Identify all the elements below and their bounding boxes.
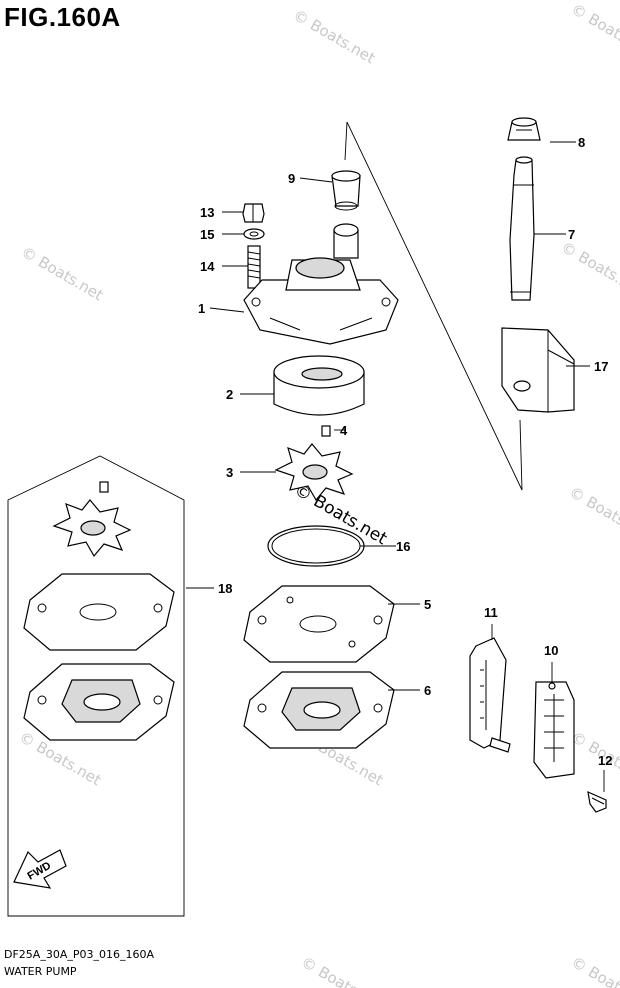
assembly-line	[346, 121, 523, 491]
part-17-bracket	[501, 327, 575, 413]
part-6-plate	[243, 671, 395, 749]
callout-13: 13	[200, 205, 214, 220]
part-9-sleeve	[331, 170, 361, 211]
watermark-text: © Boats.net	[566, 483, 620, 544]
callout-12: 12	[598, 753, 612, 768]
footer-figure-code: DF25A_30A_P03_016_160A	[4, 948, 154, 961]
watermark-text: © Boats.net	[558, 238, 620, 299]
callout-4: 4	[340, 423, 348, 438]
callout-17: 17	[594, 359, 608, 374]
part-8-cap	[507, 117, 541, 141]
assembly-line	[344, 121, 348, 161]
callout-16: 16	[396, 539, 410, 554]
part-1-pump-case	[243, 223, 399, 345]
callout-7: 7	[568, 227, 575, 242]
callout-10: 10	[544, 643, 558, 658]
figure-title: FIG.160A	[4, 2, 121, 32]
watermark-text: © Boats.net	[298, 953, 386, 988]
watermark-text: © Boats.net	[18, 243, 106, 304]
callout-1: 1	[198, 301, 205, 316]
callout-8: 8	[578, 135, 585, 150]
part-2-liner	[273, 355, 365, 416]
callout-5: 5	[424, 597, 431, 612]
part-10-strainer	[533, 681, 575, 779]
forward-arrow: FWD	[13, 849, 67, 889]
callout-15: 15	[200, 227, 214, 242]
part-16-o-ring	[267, 525, 365, 567]
callout-14: 14	[200, 259, 215, 274]
callout-3: 3	[226, 465, 233, 480]
callout-11: 11	[484, 605, 498, 620]
watermark-text: © Boats.net	[568, 953, 620, 988]
footer-figure-name: WATER PUMP	[4, 965, 77, 978]
part-3-impeller	[274, 443, 354, 502]
callout-6: 6	[424, 683, 431, 698]
leader-lines	[186, 141, 605, 792]
watermark-text: © Boats.net	[568, 0, 620, 61]
part-18-kit	[7, 455, 185, 917]
callout-18: 18	[218, 581, 232, 596]
callout-2: 2	[226, 387, 233, 402]
part-5-gasket	[243, 585, 395, 663]
callout-9: 9	[288, 171, 295, 186]
part-14-stud-bolt	[247, 245, 261, 289]
part-13-nut	[242, 203, 265, 223]
part-15-washer	[243, 228, 265, 240]
watermark-text: © Boats.net	[290, 6, 378, 67]
part-4-key	[321, 425, 331, 437]
part-11-strainer	[469, 637, 511, 753]
part-7-hose	[509, 156, 535, 301]
part-12-screw	[587, 790, 607, 813]
callouts: 8 7 17 9 13 15 14 1 2 4 3 16 18 5 6 11 1…	[198, 135, 612, 768]
